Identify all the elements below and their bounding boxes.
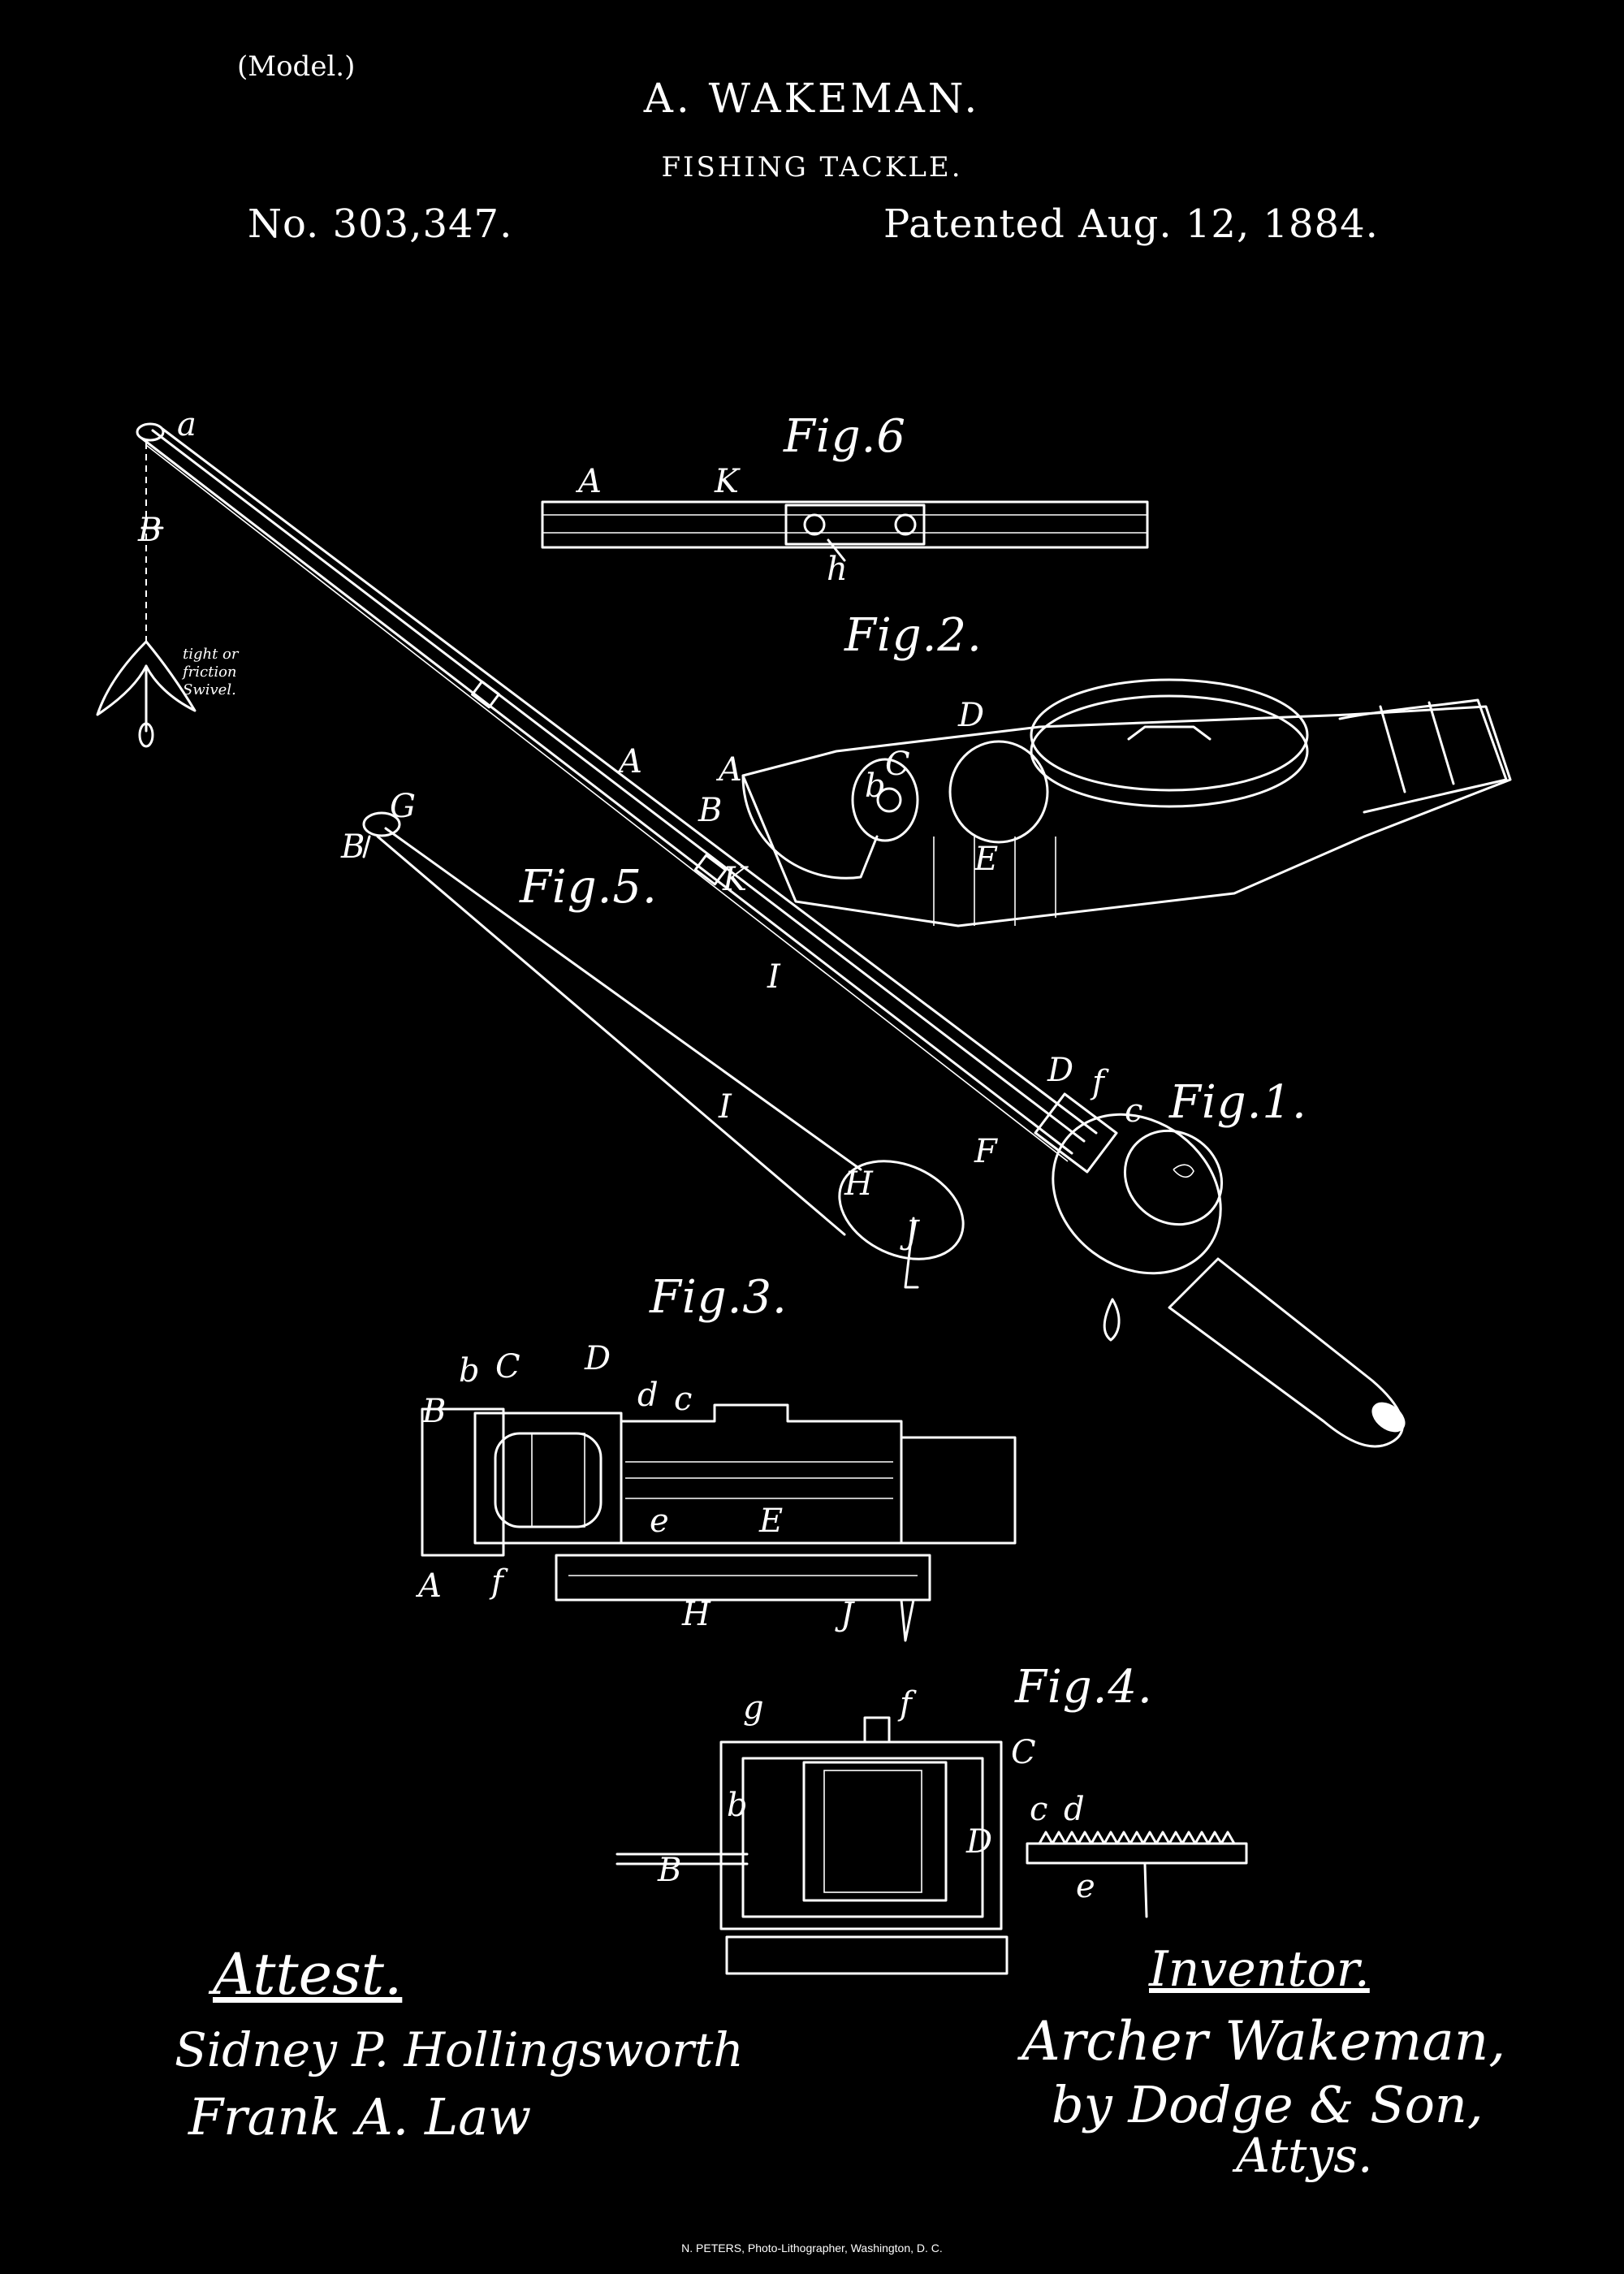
- ref-letter: E: [759, 1502, 784, 1540]
- ref-letter: b: [865, 767, 886, 805]
- ref-letter: f: [1092, 1064, 1104, 1101]
- fig6-caption: Fig.6: [784, 410, 907, 463]
- witness-signature-2: Frank A. Law: [188, 2087, 532, 2146]
- attys-label: Attys.: [1236, 2128, 1373, 2183]
- ref-letter: F: [974, 1133, 997, 1170]
- ref-letter: g: [743, 1689, 764, 1727]
- fig5-caption: Fig.5.: [520, 861, 658, 914]
- swivel-note-line: Swivel.: [183, 681, 236, 698]
- ref-letter: f: [900, 1685, 912, 1723]
- ref-letter: h: [827, 551, 848, 588]
- swivel-note-line: tight or: [183, 646, 239, 663]
- ref-letter: c: [1030, 1791, 1048, 1828]
- ref-letter: D: [585, 1340, 611, 1377]
- ref-letter: J: [840, 1596, 854, 1633]
- inventor-signature: Archer Wakeman,: [1021, 2010, 1506, 2073]
- ref-letter: c: [674, 1381, 693, 1418]
- inventor-label: Inventor.: [1149, 1941, 1370, 1998]
- ref-letter: b: [459, 1352, 480, 1390]
- ref-letter: D: [1047, 1052, 1074, 1089]
- fig5-line-drawing: [362, 811, 965, 1289]
- fig4-spool-drawing: [615, 1716, 1248, 1975]
- ref-letter: b: [727, 1787, 748, 1824]
- ref-letter: A: [719, 751, 742, 789]
- patent-number: No. 303,347.: [248, 201, 513, 247]
- ref-letter: K: [723, 861, 747, 898]
- ref-letter: I: [719, 1088, 732, 1126]
- ref-letter: a: [177, 406, 197, 443]
- ref-letter: B: [698, 792, 723, 829]
- ref-letter: A: [578, 463, 602, 500]
- patent-title: FISHING TACKLE.: [661, 151, 963, 184]
- fig6-joint-drawing: [541, 500, 1149, 562]
- ref-letter: D: [966, 1823, 993, 1861]
- ref-letter: K: [715, 463, 739, 500]
- attorney-signature: by Dodge & Son,: [1052, 2075, 1484, 2134]
- ref-letter: B: [138, 512, 162, 549]
- witness-signature-1: Sidney P. Hollingsworth: [175, 2022, 744, 2077]
- ref-letter: e: [650, 1502, 669, 1540]
- swivel-note: tight or friction Swivel.: [183, 646, 239, 699]
- ref-letter: D: [958, 697, 985, 734]
- ref-letter: f: [491, 1563, 503, 1601]
- ref-letter: A: [418, 1567, 442, 1605]
- ref-letter: H: [844, 1165, 873, 1203]
- ref-letter: H: [682, 1596, 710, 1633]
- ref-letter: J: [905, 1214, 919, 1252]
- ref-letter: B: [341, 828, 365, 866]
- swivel-note-line: friction: [183, 664, 237, 681]
- ref-letter: I: [767, 958, 780, 996]
- lithographer-footer: N. PETERS, Photo-Lithographer, Washingto…: [681, 2242, 943, 2255]
- fig4-caption: Fig.4.: [1015, 1661, 1153, 1714]
- attest-label: Attest.: [213, 1941, 403, 2008]
- ref-letter: E: [974, 841, 999, 878]
- fig2-caption: Fig.2.: [844, 609, 983, 662]
- ref-letter: A: [619, 743, 642, 780]
- ref-letter: B: [658, 1852, 682, 1889]
- fig3-section-drawing: [421, 1403, 1017, 1642]
- ref-letter: C: [1011, 1734, 1036, 1771]
- ref-letter: C: [885, 746, 910, 783]
- ref-letter: d: [637, 1377, 659, 1414]
- fig2-reel-drawing: [741, 678, 1512, 927]
- ref-letter: B: [422, 1393, 447, 1430]
- ref-letter: C: [495, 1348, 520, 1386]
- fig1-rod-drawing: [96, 422, 1406, 1448]
- ref-letter: G: [390, 788, 416, 825]
- fig1-caption: Fig.1.: [1169, 1076, 1307, 1129]
- ref-letter: d: [1064, 1791, 1085, 1828]
- inventor-heading: A. WAKEMAN.: [643, 75, 981, 122]
- fig3-caption: Fig.3.: [650, 1271, 788, 1324]
- patent-date: Patented Aug. 12, 1884.: [883, 201, 1379, 247]
- model-note: (Model.): [237, 50, 356, 83]
- ref-letter: c: [1125, 1092, 1143, 1130]
- ref-letter: e: [1076, 1868, 1095, 1905]
